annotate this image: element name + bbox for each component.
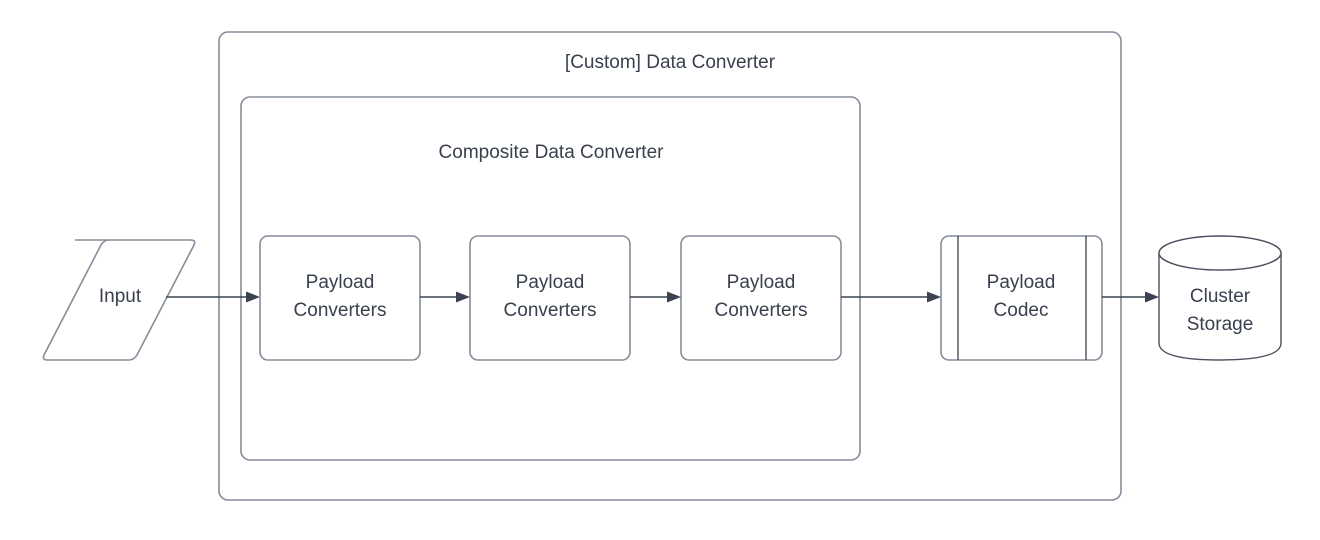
node-payload-converters-1-label-line2: Converters	[294, 300, 387, 321]
connector-converter-1-to-converter-2	[420, 291, 470, 303]
container-composite-data-converter-title: Composite Data Converter	[439, 142, 665, 163]
connector-codec-to-storage	[1102, 291, 1159, 303]
node-cluster-storage-label-line1: Cluster	[1190, 286, 1251, 307]
node-payload-converters-2-label-line2: Converters	[504, 300, 597, 321]
node-payload-converters-2-label-line1: Payload	[516, 272, 585, 293]
node-input-label: Input	[99, 286, 142, 307]
node-payload-converters-3-label-line1: Payload	[727, 272, 796, 293]
node-payload-converters-2[interactable]	[469, 235, 631, 361]
node-payload-converters-1[interactable]	[259, 235, 421, 361]
node-cluster-storage-body[interactable]	[1158, 252, 1282, 361]
node-cluster-storage-label-line2: Storage	[1187, 314, 1254, 335]
connector-converter-3-to-codec	[841, 291, 941, 303]
connector-converter-2-to-converter-3	[630, 291, 681, 303]
node-payload-converters-3-label-line2: Converters	[715, 300, 808, 321]
node-payload-converters-1-label-line1: Payload	[306, 272, 375, 293]
container-custom-data-converter-title: [Custom] Data Converter	[565, 52, 776, 73]
node-payload-codec-label-line2: Codec	[994, 300, 1049, 321]
node-payload-codec-label-line1: Payload	[987, 272, 1056, 293]
node-input[interactable]	[42, 239, 196, 361]
node-cluster-storage-top	[1158, 235, 1282, 271]
node-payload-converters-3[interactable]	[680, 235, 842, 361]
connector-input-to-converter-1	[166, 291, 260, 303]
node-payload-codec[interactable]	[940, 235, 1103, 361]
